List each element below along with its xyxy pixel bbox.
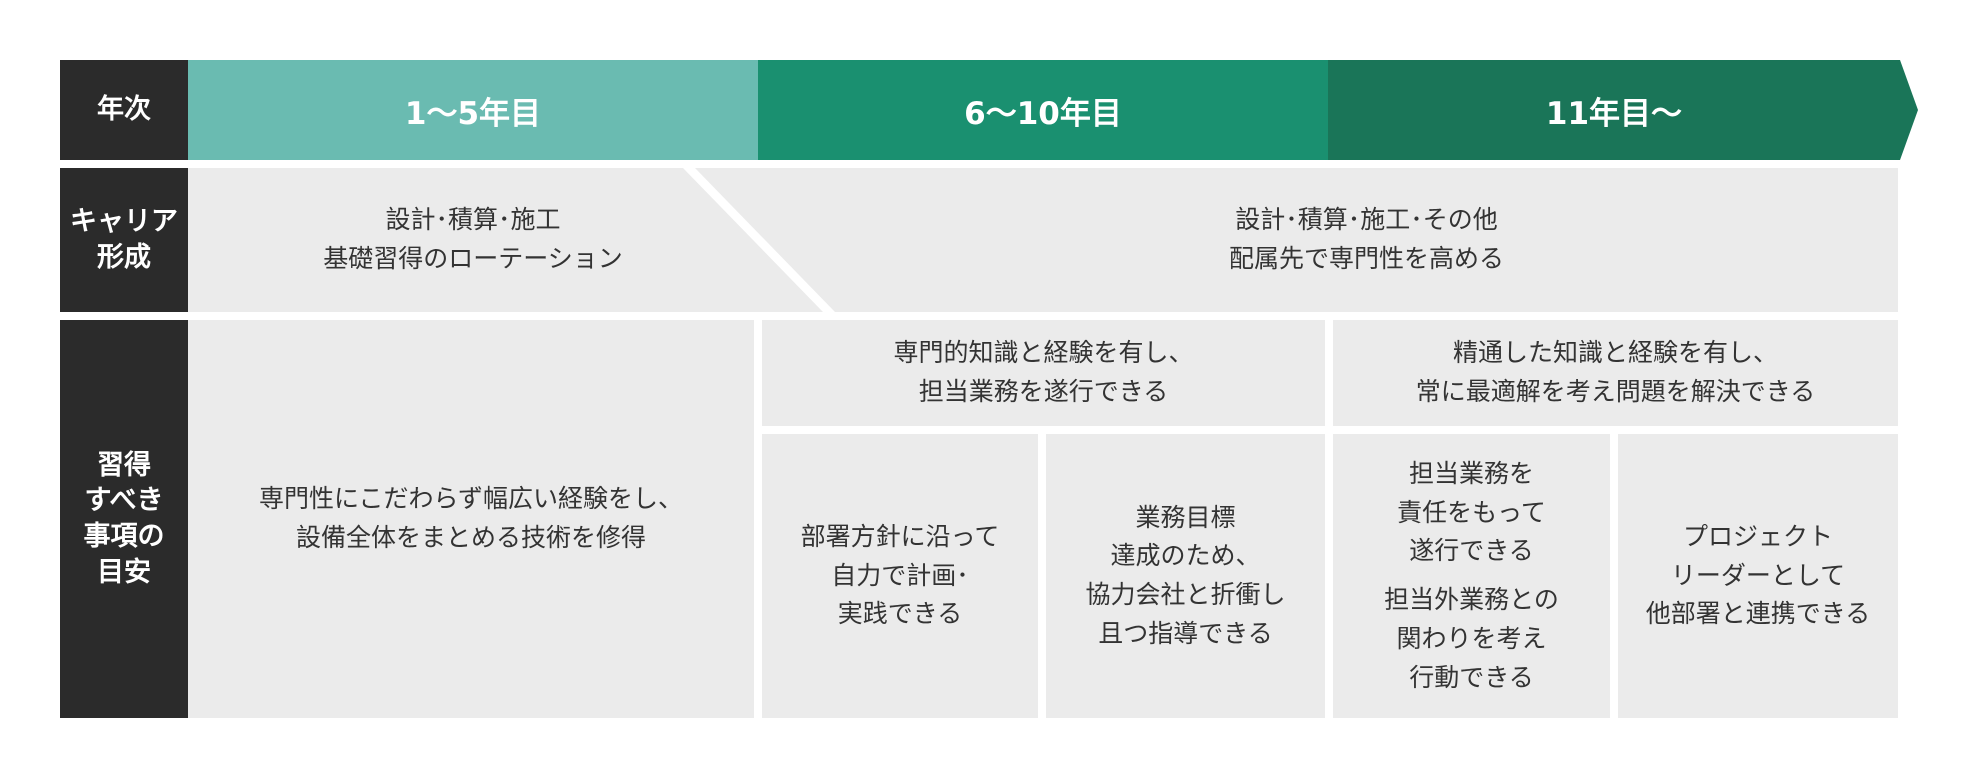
skills-stage-1-line-2: 設備全体をまとめる技術を修得 xyxy=(295,523,646,552)
career-later-line-1: 設計･積算･施工･その他 xyxy=(1235,205,1498,235)
skills-stage-3-resp-line-3: 遂行できる xyxy=(1409,536,1534,566)
skills-stage-3-resp-line-2: 責任をもって xyxy=(1397,497,1546,527)
stage-1-title: 1〜5年目 xyxy=(404,95,542,132)
career-later-panel xyxy=(695,168,1898,312)
skills-stage-2-summary-line-2: 担当業務を遂行できる xyxy=(918,377,1169,406)
skills-stage-2-plan-line-3: 実践できる xyxy=(837,599,963,629)
career-later-line-2: 配属先で専門性を高める xyxy=(1228,244,1504,273)
career-label-line-1: キャリア xyxy=(70,206,178,238)
skills-stage-2-negotiate-line-1: 業務目標 xyxy=(1135,502,1236,532)
career-row-background xyxy=(188,168,1898,312)
career-later-text: 設計･積算･施工･その他 配属先で専門性を高める xyxy=(835,168,1898,312)
skills-stage-2-plan-line-1: 部署方針に沿って xyxy=(800,521,1000,551)
skills-stage-1-line-1: 専門性にこだわらず幅広い経験をし、 xyxy=(258,484,683,514)
skills-stage-2-negotiate-line-3: 協力会社と折衝し xyxy=(1085,580,1286,609)
skills-stage-2-summary-line-1: 専門的知識と経験を有し、 xyxy=(893,338,1194,368)
skills-stage-3-other-line-2: 関わりを考え xyxy=(1396,623,1547,653)
stage-2-title: 6〜10年目 xyxy=(964,95,1122,132)
skills-stage-3-summary: 精通した知識と経験を有し、 常に最適解を考え問題を解決できる xyxy=(1333,320,1898,426)
skills-label-line-3: 事項の xyxy=(83,521,165,552)
skills-stage-2-negotiate: 業務目標 達成のため、 協力会社と折衝し 且つ指導できる xyxy=(1046,434,1325,718)
skills-stage-2-summary: 専門的知識と経験を有し、 担当業務を遂行できる xyxy=(762,320,1325,426)
skills-stage-3-leader-line-2: リーダーとして xyxy=(1670,560,1846,590)
stage-3-title: 11年目〜 xyxy=(1545,95,1683,132)
year-label: 年次 xyxy=(60,60,188,160)
year-label-text: 年次 xyxy=(97,94,151,126)
skills-stage-3-leader-line-1: プロジェクト xyxy=(1682,521,1833,551)
skills-stage-3-other-line-1: 担当外業務との xyxy=(1384,585,1559,614)
skills-stage-2-negotiate-line-2: 達成のため、 xyxy=(1110,541,1261,571)
stage-band-3: 11年目〜 xyxy=(1328,60,1918,160)
career-label: キャリア 形成 xyxy=(60,168,188,312)
skills-stage-3-leader: プロジェクト リーダーとして 他部署と連携できる xyxy=(1618,434,1898,718)
skills-stage-2-plan: 部署方針に沿って 自力で計画･ 実践できる xyxy=(762,434,1038,718)
skills-stage-3-leader-line-3: 他部署と連携できる xyxy=(1645,599,1871,629)
skills-stage-1: 専門性にこだわらず幅広い経験をし、 設備全体をまとめる技術を修得 xyxy=(188,320,754,718)
skills-label: 習得 すべき 事項の 目安 xyxy=(60,320,188,718)
skills-stage-3-summary-line-1: 精通した知識と経験を有し、 xyxy=(1452,338,1778,368)
skills-stage-3-other-line-3: 行動できる xyxy=(1409,662,1534,692)
career-label-line-2: 形成 xyxy=(97,242,151,273)
stage-band-1: 1〜5年目 xyxy=(188,60,758,160)
skills-label-line-4: 目安 xyxy=(97,556,151,588)
skills-stage-3-resp-line-1: 担当業務を xyxy=(1408,458,1534,488)
career-early-line-1: 設計･積算･施工 xyxy=(385,205,561,235)
skills-stage-2-plan-line-2: 自力で計画･ xyxy=(831,560,969,590)
skills-label-line-2: すべき xyxy=(84,485,164,517)
skills-stage-3-responsibility: 担当業務を 責任をもって 遂行できる 担当外業務との 関わりを考え 行動できる xyxy=(1333,434,1610,718)
career-early-panel xyxy=(188,168,823,312)
career-early-line-2: 基礎習得のローテーション xyxy=(323,244,623,273)
career-early-text: 設計･積算･施工 基礎習得のローテーション xyxy=(188,168,758,312)
skills-stage-2-negotiate-line-4: 且つ指導できる xyxy=(1098,618,1273,648)
stage-band-2: 6〜10年目 xyxy=(758,60,1328,160)
skills-stage-3-summary-line-2: 常に最適解を考え問題を解決できる xyxy=(1415,377,1816,406)
skills-label-line-1: 習得 xyxy=(97,449,151,481)
